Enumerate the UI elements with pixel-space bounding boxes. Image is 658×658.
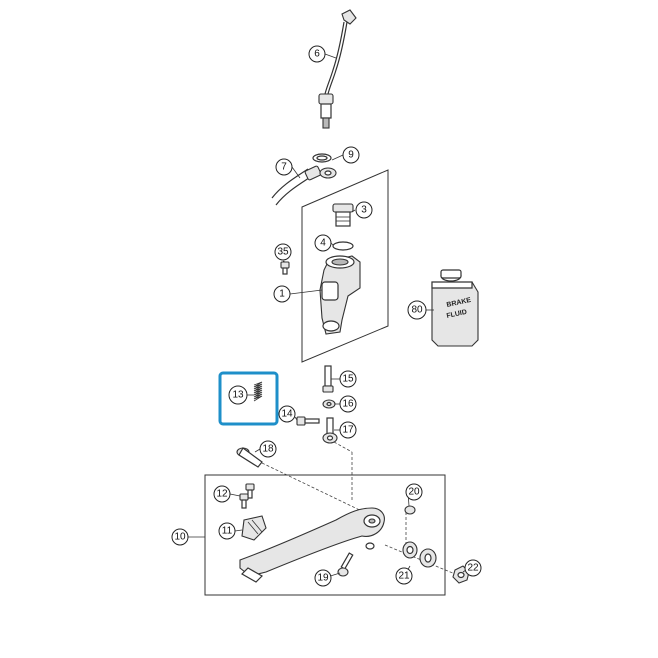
callout-16: 16	[339, 395, 357, 413]
screws-illustration	[239, 483, 255, 509]
callout-15: 15	[339, 370, 357, 388]
callout-9: 9	[342, 146, 360, 164]
svg-text:4: 4	[320, 238, 326, 249]
assembly-line-18	[261, 462, 371, 516]
callout-21: 21	[395, 567, 413, 585]
callout-13: 13	[228, 385, 248, 405]
svg-text:13: 13	[232, 390, 244, 401]
shaft-bolt-illustration	[236, 447, 263, 468]
svg-text:19: 19	[317, 573, 329, 584]
svg-text:80: 80	[411, 305, 423, 316]
svg-text:10: 10	[174, 532, 186, 543]
brake-lever-illustration	[239, 507, 385, 583]
svg-text:22: 22	[467, 563, 479, 574]
brake-fluid-label-line2: FLUID	[446, 309, 468, 320]
washers-illustration	[402, 541, 437, 568]
svg-text:6: 6	[314, 49, 320, 60]
reservoir-cap-illustration	[332, 203, 354, 227]
svg-text:7: 7	[281, 162, 287, 173]
svg-text:18: 18	[262, 444, 274, 455]
brake-line-illustration	[318, 9, 357, 129]
callout-7: 7	[275, 158, 293, 176]
o-ring-illustration	[332, 241, 354, 251]
assembly-line-17a	[333, 441, 353, 453]
svg-text:15: 15	[342, 374, 354, 385]
bolt-illustration	[296, 416, 320, 426]
svg-text:16: 16	[342, 399, 354, 410]
brake-fluid-can-illustration: BRAKE FLUID	[431, 269, 479, 347]
foot-peg-tip-illustration	[241, 515, 267, 541]
callout-22: 22	[464, 559, 482, 577]
clevis-illustration	[322, 417, 338, 444]
master-cylinder-panel	[301, 169, 389, 363]
callout-14: 14	[278, 405, 296, 423]
leader-lines	[188, 53, 467, 579]
svg-text:3: 3	[361, 205, 367, 216]
callout-20: 20	[405, 483, 423, 501]
callout-17: 17	[339, 421, 357, 439]
svg-text:21: 21	[398, 571, 410, 582]
lever-assembly-panel	[204, 474, 446, 596]
callout-1: 1	[273, 285, 291, 303]
svg-text:11: 11	[222, 526, 233, 537]
svg-text:35: 35	[277, 247, 289, 258]
svg-text:1: 1	[279, 289, 285, 300]
spring-illustration	[218, 371, 279, 426]
callout-35: 35	[274, 243, 292, 261]
callout-3: 3	[355, 201, 373, 219]
callout-4: 4	[314, 234, 332, 252]
svg-text:20: 20	[408, 487, 420, 498]
pushrod-illustration	[322, 365, 336, 409]
callout-6: 6	[308, 45, 326, 63]
svg-text:9: 9	[348, 150, 354, 161]
callout-19: 19	[314, 569, 332, 587]
highlight-box	[218, 371, 279, 426]
small-nut-illustration	[404, 505, 416, 515]
callout-80: 80	[407, 300, 427, 320]
callout-12: 12	[213, 485, 231, 503]
screw-illustration	[280, 261, 290, 275]
callout-11: 11	[218, 522, 236, 540]
master-cylinder-illustration	[319, 255, 361, 335]
svg-text:14: 14	[281, 409, 293, 420]
svg-text:17: 17	[342, 425, 354, 436]
svg-text:12: 12	[216, 489, 228, 500]
pivot-bolt-illustration	[337, 542, 375, 577]
callout-10: 10	[171, 528, 189, 546]
callout-18: 18	[259, 440, 277, 458]
